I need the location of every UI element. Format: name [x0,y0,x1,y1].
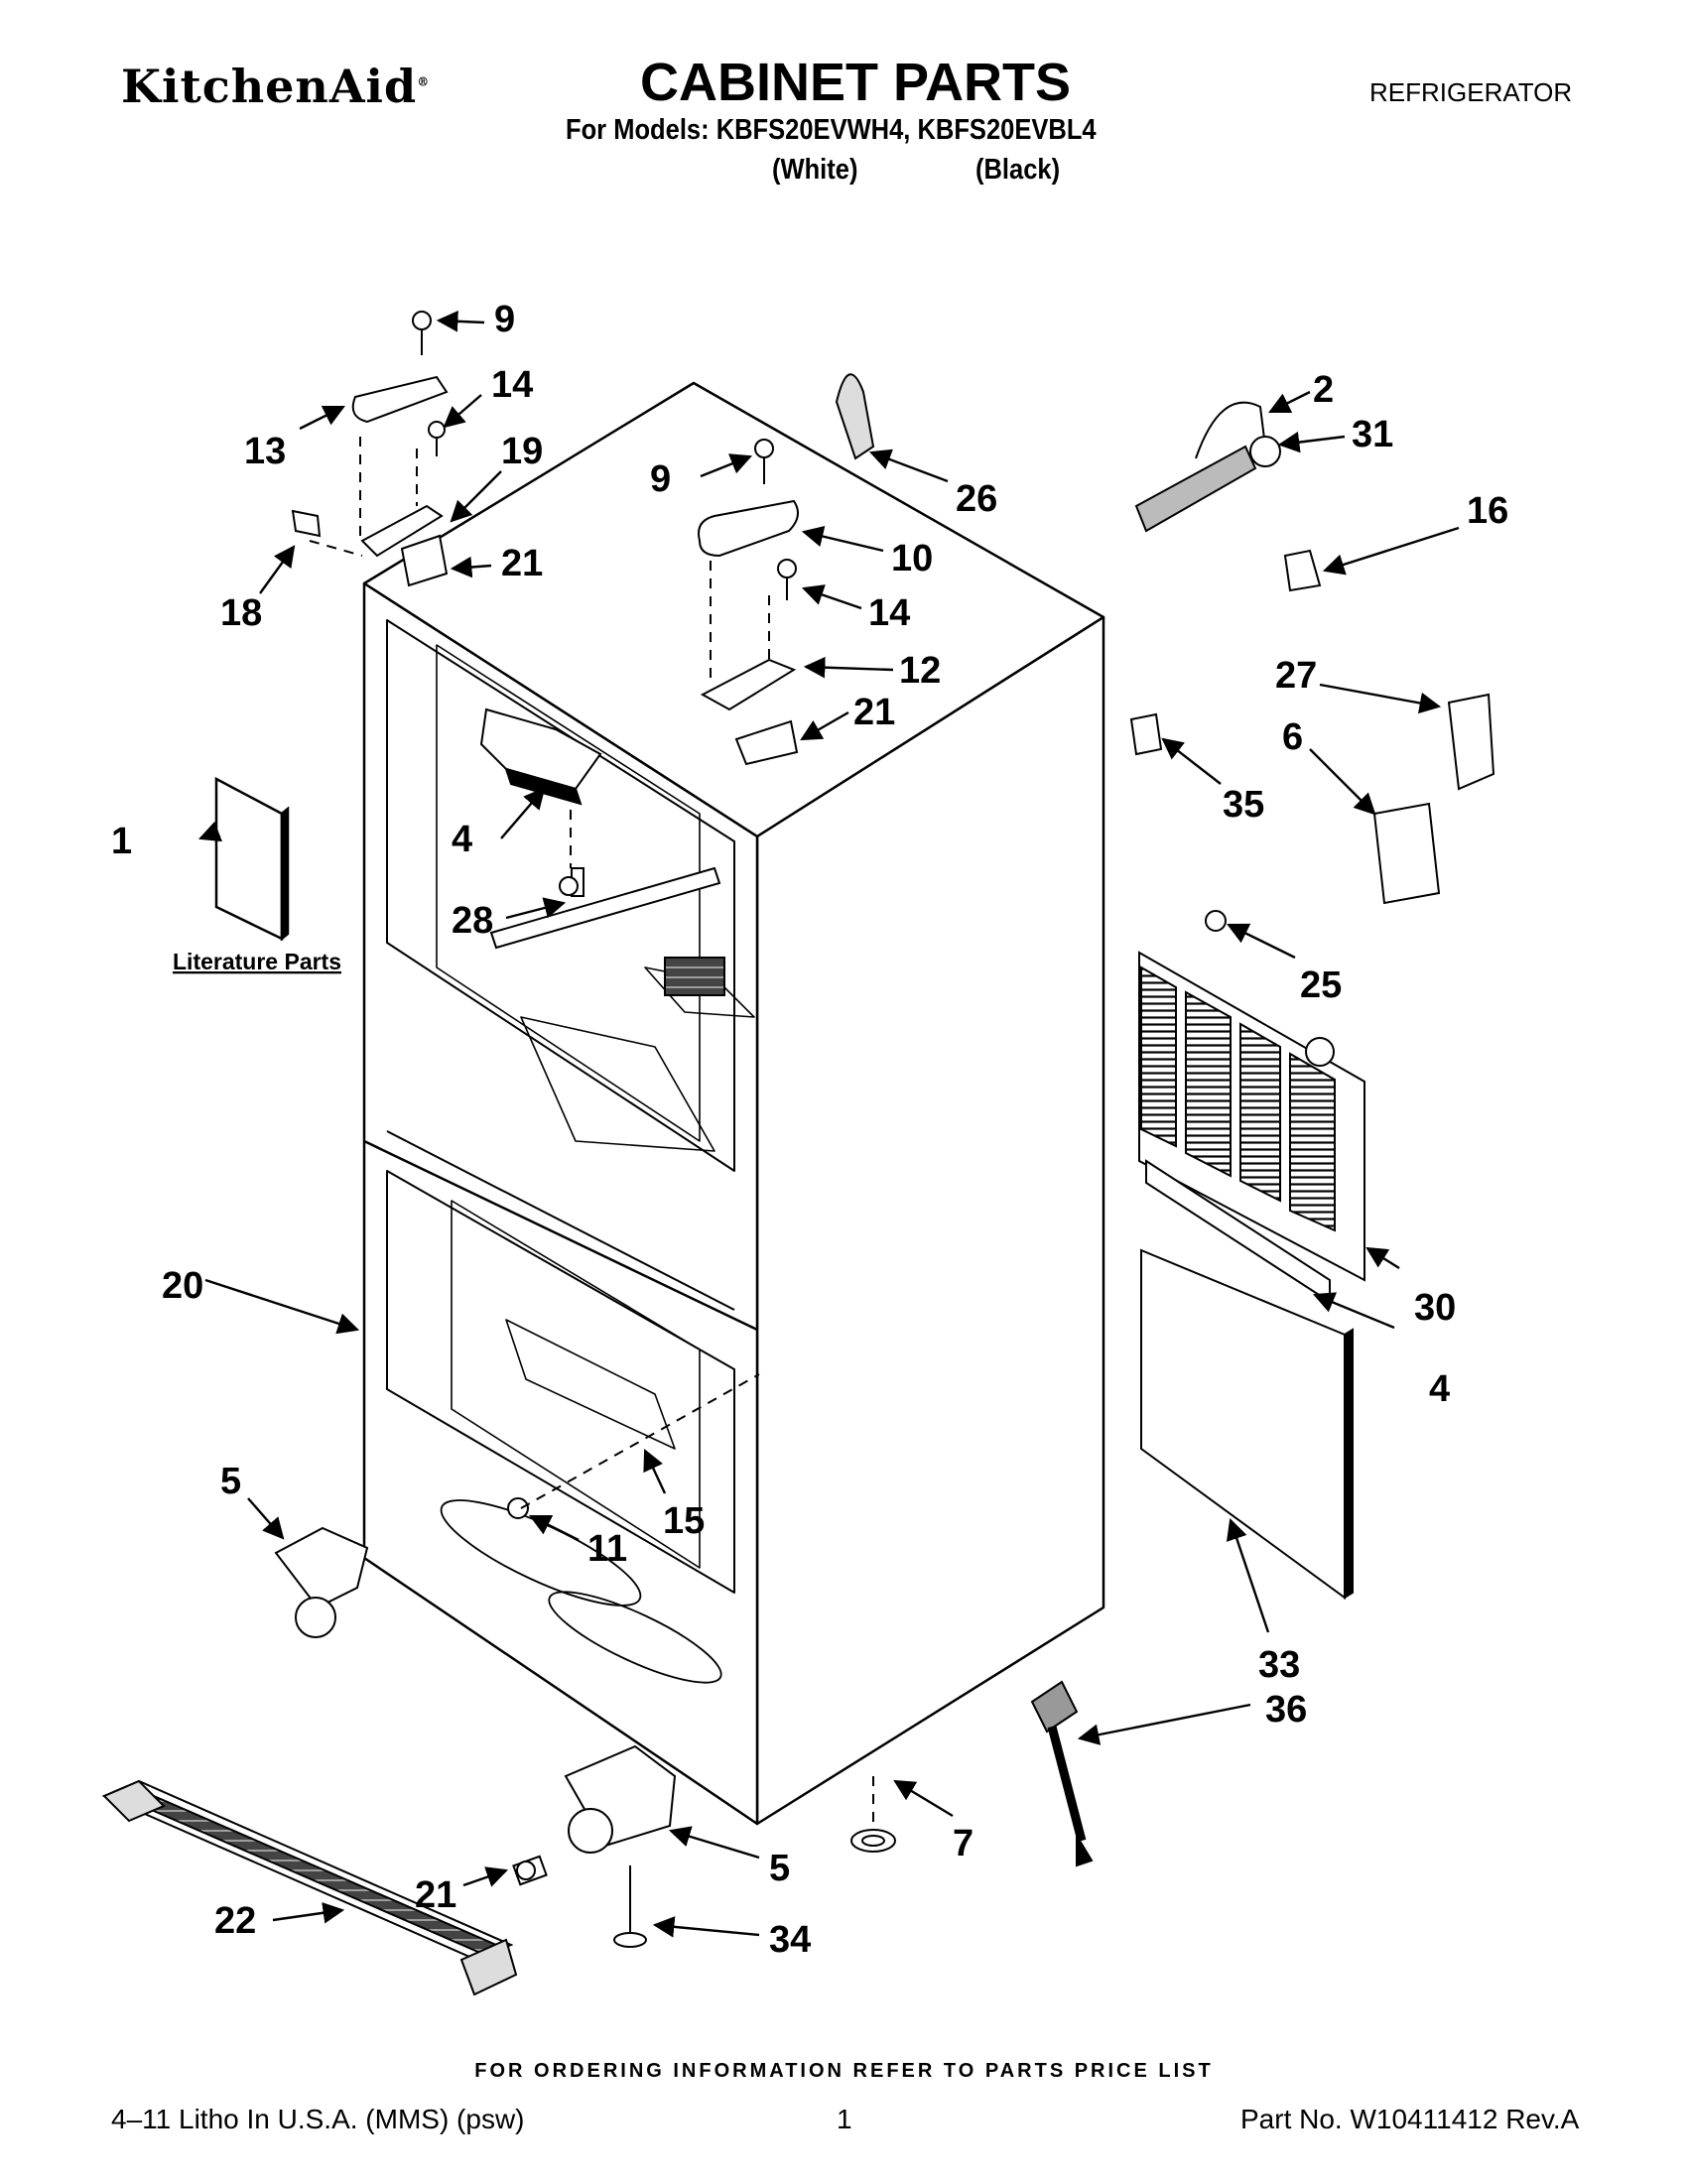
callout-21-left: 21 [501,543,543,584]
literature-parts-caption: Literature Parts [173,949,341,974]
top-right-parts [835,373,1495,905]
callout-10: 10 [891,538,933,579]
callout-leader-lines [197,311,1460,1938]
callout-35: 35 [1223,784,1264,826]
grille-and-kickplate [1138,951,1365,1600]
callout-6: 6 [1282,716,1303,758]
callout-21-center: 21 [853,692,895,733]
callout-7: 7 [953,1823,974,1864]
cabinet-interior-details [489,866,725,996]
page-number: 1 [837,2104,852,2134]
callout-15: 15 [663,1500,705,1542]
assembly-guide-lines [309,437,874,1826]
page-title: CABINET PARTS [640,53,1072,112]
callout-14-top: 14 [491,364,533,406]
callout-19: 20 [162,1265,203,1307]
callout-12: 12 [899,650,941,692]
brand-name: KitchenAid [121,60,418,113]
callout-36: 36 [1265,1689,1307,1731]
callout-28: 28 [452,900,493,942]
callout-3: 4 [452,819,472,860]
brand-logo: KitchenAid® [121,60,430,113]
callout-34: 34 [769,1919,811,1961]
callout-11: 11 [587,1528,627,1570]
center-mullion-bracket [479,707,602,897]
callout-20: 21 [415,1874,456,1916]
callout-9-top: 9 [494,299,515,340]
callout-9-center: 9 [650,458,671,500]
cable-part [1030,1680,1094,1867]
callout-5-right: 5 [769,1848,790,1889]
callout-14-center: 14 [868,592,910,634]
fasteners [507,876,1227,1880]
top-hinge-left [291,311,449,587]
casters-and-leveler [274,1526,896,1948]
callout-4: 4 [1429,1368,1450,1410]
top-hinge-center [698,439,799,766]
callout-13: 13 [244,431,286,472]
callout-22: 22 [214,1900,256,1942]
callout-31: 31 [1352,414,1393,455]
callout-16: 16 [1467,490,1508,532]
callout-17: 18 [220,592,262,634]
literature-parts [214,776,290,942]
appliance-category: REFRIGERATOR [1369,77,1573,107]
callout-33: 33 [1258,1644,1300,1686]
callout-18: 19 [501,431,543,472]
cabinet-body [362,381,1105,1826]
base-toe-grille [101,1779,518,1996]
callout-5-left: 5 [220,1461,241,1502]
callout-numbers: 9 14 13 19 21 18 9 26 10 14 12 21 4 1 28… [111,299,1508,1961]
callout-25: 25 [1300,964,1342,1006]
callout-2: 2 [1313,369,1334,411]
callout-1: 1 [111,821,132,862]
callout-26: 26 [956,478,997,520]
callout-27: 27 [1275,655,1317,697]
variant-black: (Black) [975,154,1061,186]
callout-30: 30 [1414,1287,1456,1329]
brand-registered-mark: ® [417,74,431,89]
ordering-note: FOR ORDERING INFORMATION REFER TO PARTS … [474,2060,1214,2082]
model-numbers: For Models: KBFS20EVWH4, KBFS20EVBL4 [566,114,1097,146]
part-number: Part No. W10411412 Rev.A [1240,2104,1580,2134]
print-info: 4–11 Litho In U.S.A. (MMS) (psw) [111,2104,525,2134]
variant-white: (White) [772,154,858,186]
